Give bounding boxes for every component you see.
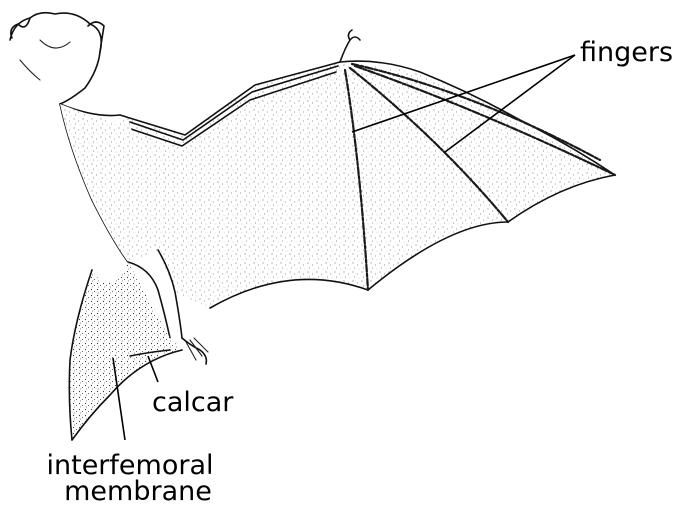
calcar-label: calcar bbox=[152, 387, 234, 418]
interfemoral-label-line2: membrane bbox=[64, 476, 212, 504]
bat-head bbox=[10, 13, 104, 104]
fingers-label: fingers bbox=[580, 37, 673, 68]
thumb-claw bbox=[340, 30, 360, 62]
